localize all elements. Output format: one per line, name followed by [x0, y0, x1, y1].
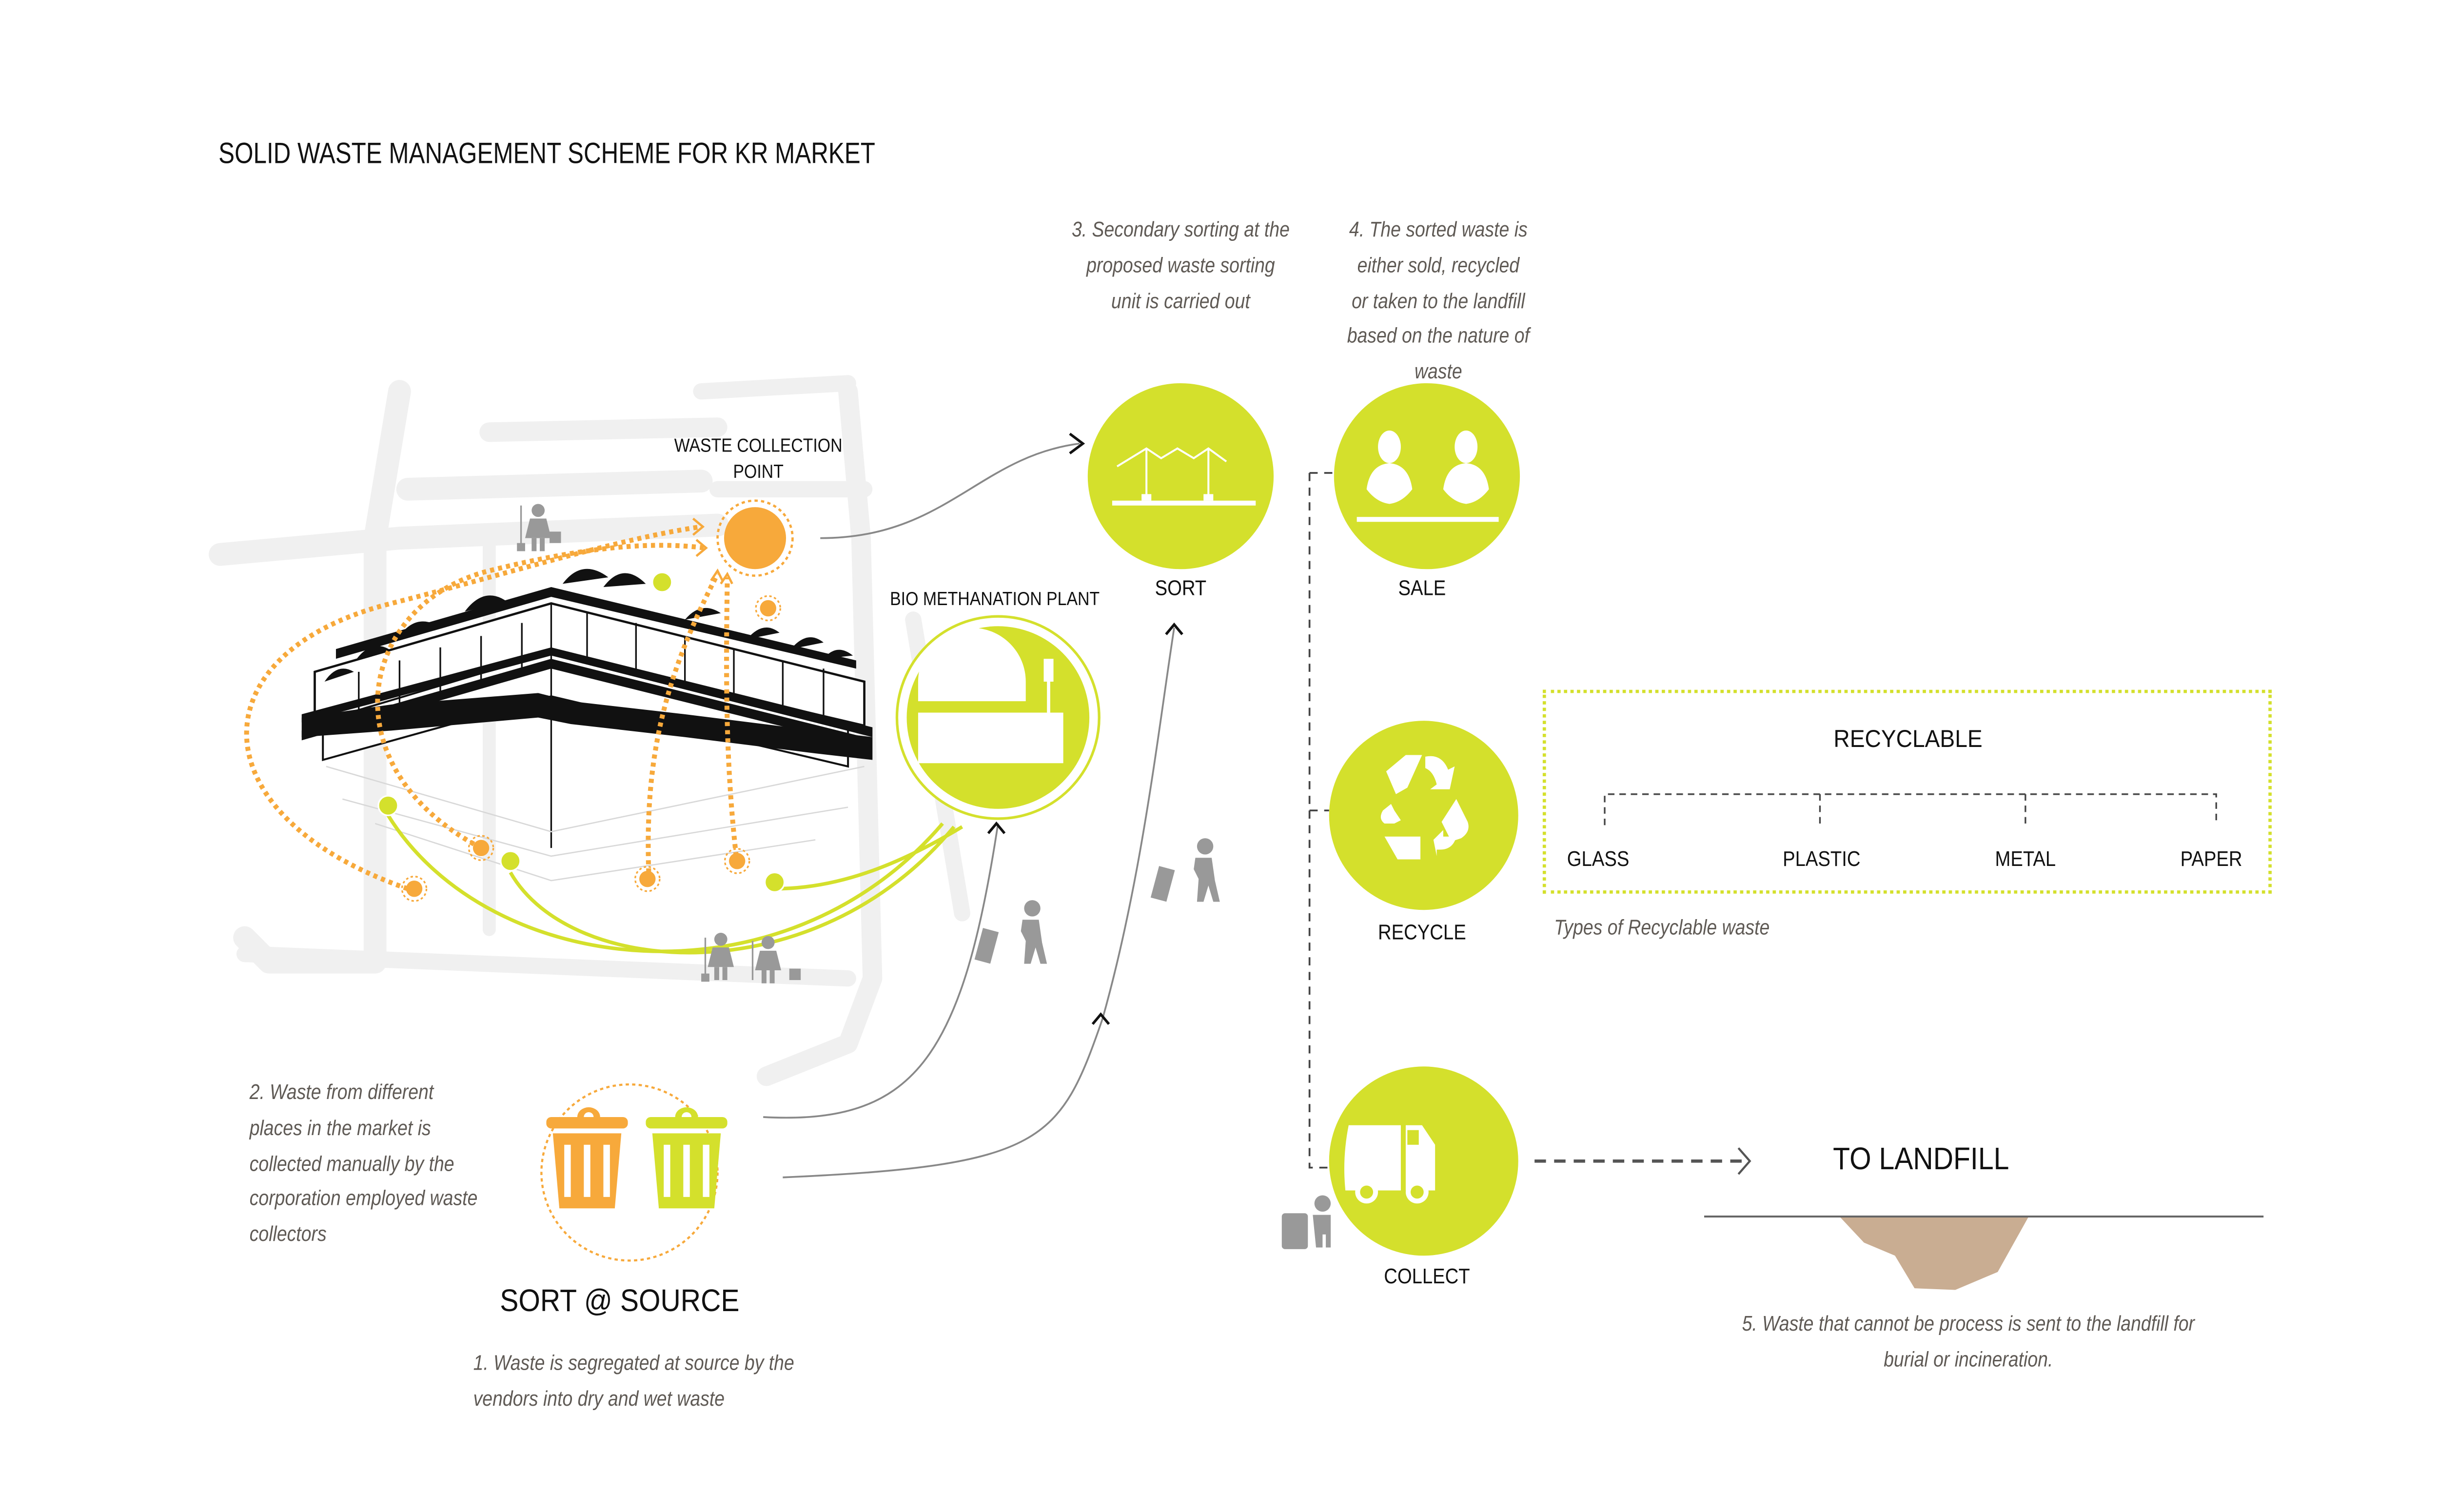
recyclable-type-paper: PAPER — [2180, 846, 2242, 871]
recyclable-type-plastic: PLASTIC — [1783, 846, 1861, 871]
market-building-illustration — [301, 569, 873, 882]
vendors-icon — [1366, 430, 1489, 504]
step2-note: 2. Waste from different places in the ma… — [250, 1075, 478, 1252]
sale-circle[interactable] — [1334, 383, 1520, 569]
recyclable-type-glass: GLASS — [1567, 846, 1630, 871]
connector-arrowheads — [987, 432, 1183, 1025]
to-landfill-label: TO LANDFILL — [1833, 1143, 2009, 1178]
note-line: proposed waste sorting — [1086, 252, 1275, 277]
recycle-icon — [1380, 755, 1469, 860]
note-line: 4. The sorted waste is — [1349, 216, 1528, 241]
sorting-shed-icon — [1116, 447, 1227, 499]
organic-flow-arrows — [386, 814, 963, 955]
note-line: unit is carried out — [1111, 288, 1250, 313]
note-line: or taken to the landfill — [1352, 288, 1525, 313]
bin-pusher-icon — [1150, 838, 1220, 902]
note-line: collected manually by the — [249, 1150, 454, 1176]
step3-note: 3. Secondary sorting at the proposed was… — [1041, 212, 1321, 319]
note-line: 5. Waste that cannot be process is sent … — [1742, 1311, 2195, 1336]
recycle-circle[interactable] — [1329, 721, 1518, 910]
note-line: either sold, recycled — [1357, 252, 1520, 277]
landfill-arrow — [1534, 1147, 1751, 1175]
sort-at-source-icon[interactable] — [540, 1083, 727, 1262]
sort-circle[interactable] — [1087, 383, 1274, 569]
recyclable-type-metal: METAL — [1995, 846, 2056, 871]
step5-note: 5. Waste that cannot be process is sent … — [1688, 1306, 2249, 1377]
step1-note: 1. Waste is segregated at source by the … — [473, 1345, 838, 1416]
note-line: places in the market is — [249, 1115, 431, 1140]
bin-collector-icon — [1281, 1195, 1331, 1249]
collect-circle[interactable] — [1329, 1066, 1518, 1256]
note-line: burial or incineration. — [1884, 1346, 2053, 1372]
bio-methanation-plant-icon[interactable] — [895, 615, 1101, 820]
page-title: SOLID WASTE MANAGEMENT SCHEME FOR KR MAR… — [218, 137, 875, 170]
collection-point-label-line: WASTE COLLECTION — [674, 437, 843, 457]
note-line: collectors — [249, 1221, 327, 1246]
recyclable-heading: RECYCLABLE — [1833, 726, 1983, 754]
note-line: 2. Waste from different — [249, 1080, 434, 1104]
recyclable-tree — [1604, 793, 2217, 825]
sweeper-icon — [701, 933, 734, 982]
sweeper-icon — [517, 504, 561, 551]
recycle-label: RECYCLE — [1377, 920, 1466, 944]
bin-pusher-icon — [974, 900, 1047, 964]
waste-collection-point-marker[interactable] — [716, 499, 794, 577]
waste-points — [377, 571, 786, 902]
sort-at-source-label: SORT @ SOURCE — [500, 1285, 740, 1319]
sweeper-icon — [751, 936, 801, 983]
step4-note: 4. The sorted waste is either sold, recy… — [1298, 212, 1578, 390]
sort-label: SORT — [1155, 575, 1207, 600]
collect-label: COLLECT — [1384, 1263, 1470, 1289]
note-line: vendors into dry and wet waste — [473, 1386, 725, 1411]
sale-label: SALE — [1398, 575, 1446, 600]
note-line: based on the nature of — [1347, 323, 1530, 348]
bio-plant-label: BIO METHANATION PLANT — [890, 590, 1100, 610]
note-line: 3. Secondary sorting at the — [1071, 216, 1290, 241]
landfill-pit-icon — [1704, 1215, 2264, 1290]
note-line: corporation employed waste — [249, 1186, 478, 1211]
collection-point-label-line: POINT — [733, 463, 784, 483]
distribution-tree — [1308, 472, 1334, 1169]
collection-arrowheads — [692, 517, 733, 585]
note-line: 1. Waste is segregated at source by the — [473, 1350, 794, 1375]
collection-flow-arrows — [244, 524, 740, 891]
waste-collector-figures — [517, 504, 1331, 1249]
garbage-truck-icon — [1344, 1125, 1435, 1204]
flow-connectors — [763, 442, 1175, 1178]
recyclable-caption: Types of Recyclable waste — [1554, 915, 1770, 940]
collection-point-label: WASTE COLLECTION POINT — [665, 434, 852, 486]
recyclable-box — [1542, 689, 2272, 894]
note-line: waste — [1414, 359, 1462, 384]
